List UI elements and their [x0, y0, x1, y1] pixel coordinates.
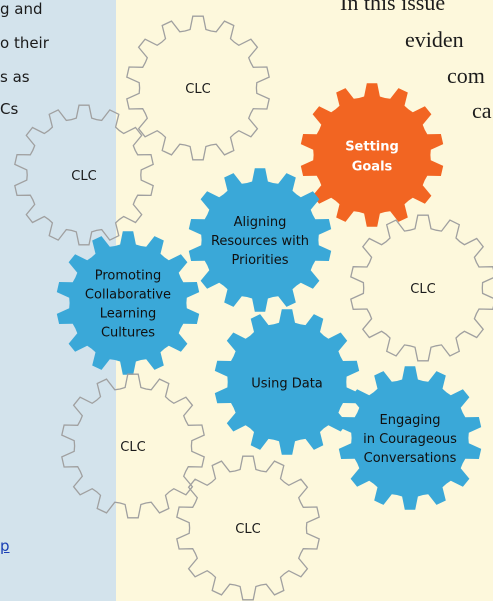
gear-shape: [350, 214, 493, 362]
clc-gear-bottom-left: CLC: [61, 373, 205, 519]
intro-text-line: ca: [472, 98, 492, 123]
gear-label: CLC: [235, 522, 260, 537]
clc-gear-top-center: CLC: [126, 15, 270, 161]
intro-text-line: com: [447, 63, 485, 88]
gear-shape: [14, 104, 154, 246]
gear-shape: [126, 15, 270, 161]
using-data-gear: Using Data: [214, 309, 360, 455]
gear-shape: [338, 366, 482, 510]
left-link[interactable]: p: [0, 537, 10, 555]
gear-shape: [176, 455, 320, 601]
clc-gear-right: CLC: [350, 214, 493, 362]
gear-shape: [61, 373, 205, 519]
clc-gear-bottom-center: CLC: [176, 455, 320, 601]
left-text-line: o their: [0, 34, 49, 52]
gear-label: CLC: [185, 82, 210, 97]
intro-text-line: eviden: [405, 27, 464, 52]
left-text-line: s as: [0, 68, 30, 86]
left-text-line: g and: [0, 0, 43, 18]
gear-shape: [56, 231, 200, 375]
left-text-line: Cs: [0, 100, 19, 118]
gear-label: CLC: [410, 282, 435, 297]
intro-text-line: In this issue: [340, 0, 446, 15]
gear-shape: [188, 168, 332, 312]
gear-label: CLC: [120, 440, 145, 455]
gear-shape: [300, 83, 444, 227]
gear-label: CLC: [71, 169, 96, 184]
gear-shape: [214, 309, 360, 455]
gear-label: Using Data: [251, 376, 323, 391]
clc-gear-left: CLC: [14, 104, 154, 246]
